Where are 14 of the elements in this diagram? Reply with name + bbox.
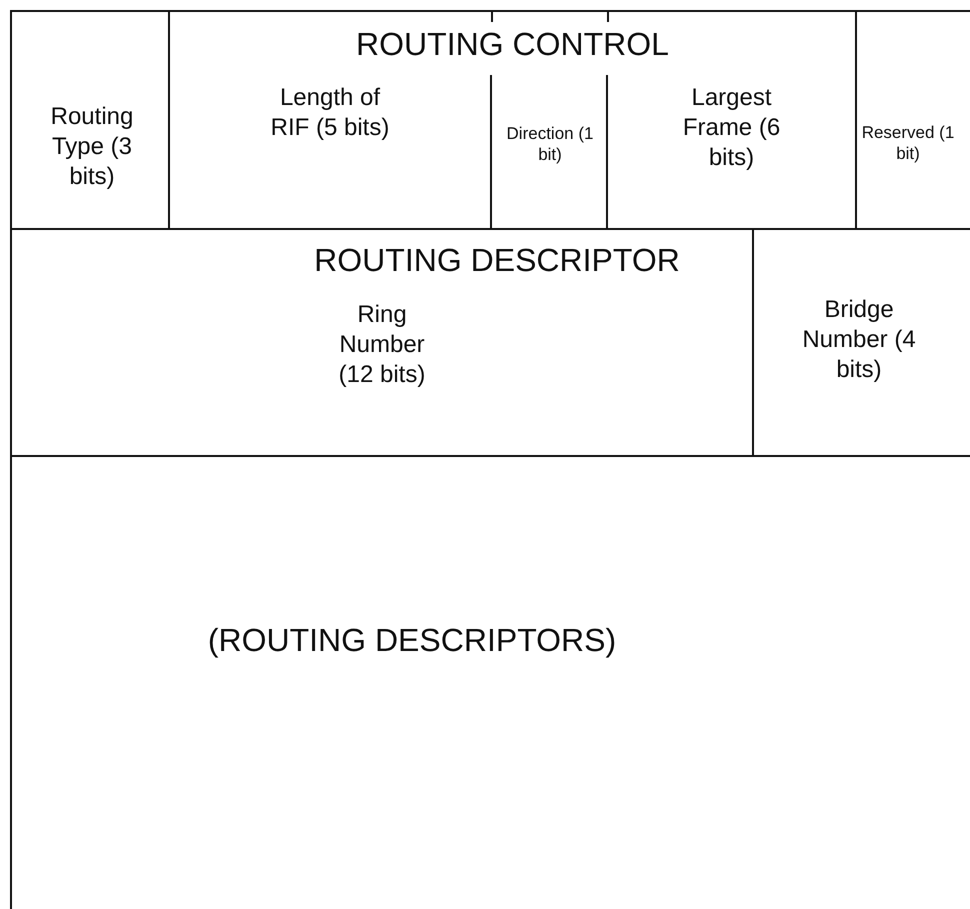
field-cell [855,10,970,230]
field-label: Direction (1 bit) [506,123,594,166]
field-group [168,10,857,230]
field-label: Reserved (1 bit) [860,122,956,164]
field-label: Largest Frame (6 bits) [682,83,782,173]
field-label: (ROUTING DESCRIPTORS) [206,621,618,660]
field-cell [10,10,170,230]
field-label: Routing Type (3 bits) [50,102,134,192]
section-heading: ROUTING CONTROL [355,25,670,64]
field-label: Ring Number (12 bits) [338,300,426,390]
field-group [10,228,970,457]
section-heading: ROUTING DESCRIPTOR [313,241,681,280]
field-label: Bridge Number (4 bits) [801,295,917,385]
field-label: Length of RIF (5 bits) [270,83,390,143]
